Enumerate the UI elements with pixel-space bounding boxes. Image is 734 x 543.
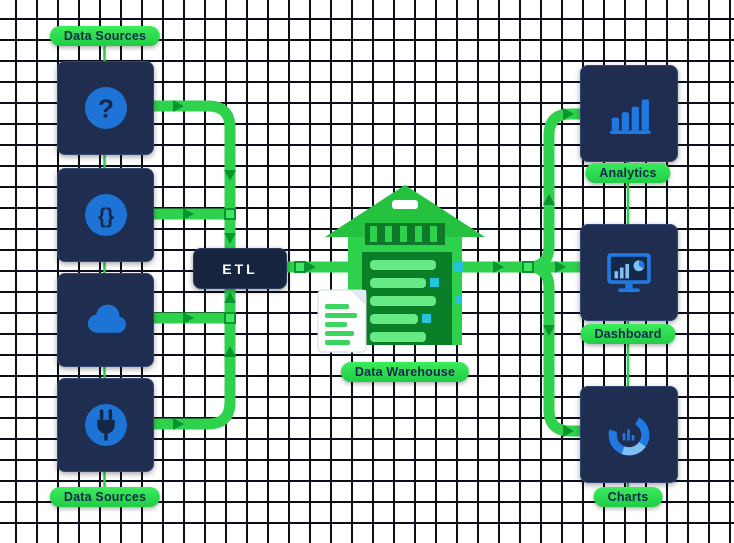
flow-arrow [224,292,236,303]
flow-arrow [543,194,555,205]
warehouse-vent [392,200,418,209]
warehouse-slats [365,223,445,245]
flow-arrow [305,261,316,273]
pipe-junction-node [224,312,236,324]
pill-text: Charts [607,490,649,504]
svg-text:{}: {} [97,205,113,228]
donut-chart-icon [608,414,650,455]
braces-circle-icon: {} [84,194,127,236]
flow-arrow [173,100,184,112]
pill-text: Analytics [599,166,657,180]
warehouse-illustration [317,185,485,353]
dashboard-monitor-icon [607,252,651,292]
data-warehouse-label: Data Warehouse [340,362,470,382]
flow-arrow [563,425,574,437]
flow-arrow [173,418,184,430]
flow-arrow [224,233,236,244]
etl-label: ETL [222,260,258,277]
source-node-unknown: ? [57,61,154,155]
flow-arrow [224,170,236,181]
flow-arrow [183,208,194,220]
plug-circle-icon [84,404,127,446]
svg-text:?: ? [97,94,113,124]
source-node-plug [57,378,154,472]
teal-accent [454,262,463,271]
charts-label: Charts [593,487,663,507]
teal-accent [455,296,462,303]
output-node-analytics [580,65,678,162]
pipe-junction-node [522,261,534,273]
question-circle-icon: ? [84,87,127,129]
flow-arrow [183,312,194,324]
output-node-charts [580,386,678,483]
flow-arrow [563,108,574,120]
pipe-junction-node [294,261,306,273]
data-sources-label-bottom: Data Sources [49,487,161,507]
flow-arrow [555,261,566,273]
pill-text: Data Sources [63,29,147,43]
cloud-icon [87,304,126,333]
pipe-junction-analytics [527,108,582,273]
output-node-dashboard [580,224,678,321]
bar-chart-icon [609,99,651,134]
source-node-json: {} [57,168,154,262]
server-rack [362,252,452,345]
pill-text: Dashboard [594,327,662,341]
flow-arrow [543,325,555,336]
pipe-source1-etl [152,100,236,260]
flow-arrow [493,261,504,273]
analytics-label: Analytics [585,163,671,183]
etl-node: ETL [193,248,287,289]
data-sources-label-top: Data Sources [49,26,161,46]
flow-arrow [224,346,236,357]
pipe-junction-charts [527,261,582,437]
source-node-cloud [57,273,154,367]
dashboard-label: Dashboard [580,324,676,344]
pipe-junction-node [224,208,236,220]
pipe-source4-etl [152,278,236,430]
pill-text: Data Warehouse [354,365,456,379]
pill-text: Data Sources [63,490,147,504]
document-icon [317,289,367,353]
